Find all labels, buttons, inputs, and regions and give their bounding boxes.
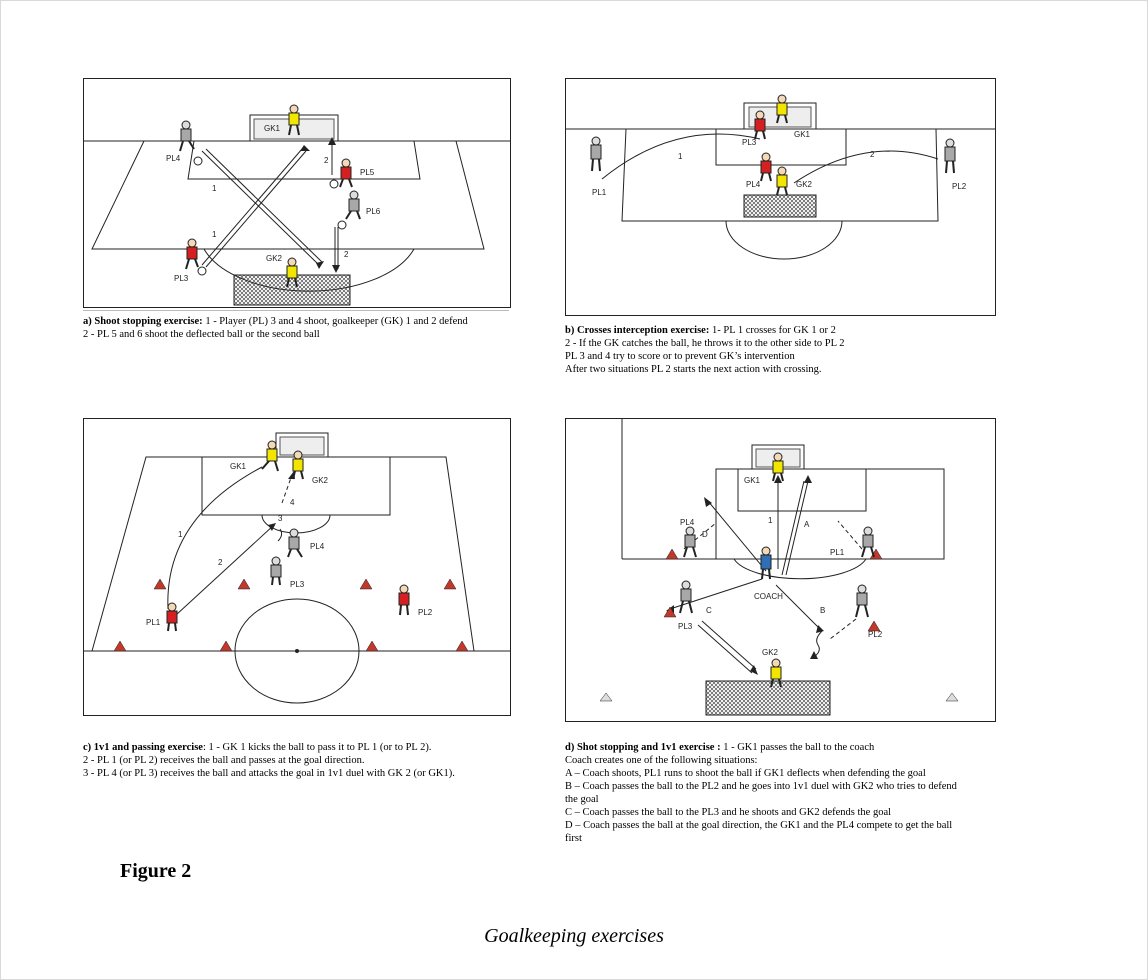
caption-c-head: c) 1v1 and passing exercise xyxy=(83,742,203,753)
label-gk2: GK2 xyxy=(312,476,329,485)
label-num-1: 1 xyxy=(178,530,183,539)
caption-d-line-6: D – Coach passes the ball at the goal di… xyxy=(565,820,953,831)
label-pl2: PL2 xyxy=(952,182,967,191)
label-pl1: PL1 xyxy=(830,548,845,557)
caption-d-line-4: the goal xyxy=(565,794,599,805)
diagram-panel-a: GK1 GK2 PL4 PL5 PL6 PL3 1 1 2 2 xyxy=(83,78,511,308)
label-pl4: PL4 xyxy=(680,518,695,527)
caption-c-line-2: 3 - PL 4 (or PL 3) receives the ball and… xyxy=(83,768,455,779)
label-a: A xyxy=(804,520,810,529)
caption-b-line-3: After two situations PL 2 starts the nex… xyxy=(565,364,822,375)
label-gk1: GK1 xyxy=(744,476,761,485)
label-pl2: PL2 xyxy=(868,630,883,639)
caption-b-rest: 1- PL 1 crosses for GK 1 or 2 xyxy=(709,325,836,336)
caption-a: a) Shoot stopping exercise: 1 - Player (… xyxy=(83,315,468,341)
caption-a-head: a) Shoot stopping exercise: xyxy=(83,316,203,327)
caption-b-head: b) Crosses interception exercise: xyxy=(565,325,710,336)
label-gk2: GK2 xyxy=(796,180,813,189)
label-pl4: PL4 xyxy=(166,154,181,163)
caption-d-line-7: first xyxy=(565,833,582,844)
caption-d-line-5: C – Coach passes the ball to the PL3 and… xyxy=(565,807,892,818)
label-num-1b: 1 xyxy=(212,230,217,239)
diagram-panel-d: GK1 GK2 COACH PL4 PL1 PL3 PL2 A B C D 1 xyxy=(565,418,996,722)
label-coach: COACH xyxy=(754,592,783,601)
label-num-2b: 2 xyxy=(344,250,349,259)
label-gk2: GK2 xyxy=(266,254,283,263)
label-num-1a: 1 xyxy=(212,184,217,193)
label-gk2: GK2 xyxy=(762,648,779,657)
label-pl6: PL6 xyxy=(366,207,381,216)
caption-b-line-1: 2 - If the GK catches the ball, he throw… xyxy=(565,338,845,349)
label-gk1: GK1 xyxy=(264,124,281,133)
label-pl4: PL4 xyxy=(310,542,325,551)
label-pl4: PL4 xyxy=(746,180,761,189)
label-pl5: PL5 xyxy=(360,168,375,177)
label-gk1: GK1 xyxy=(230,462,247,471)
caption-d-rest: 1 - GK1 passes the ball to the coach xyxy=(720,742,875,753)
caption-a-rest: 1 - Player (PL) 3 and 4 shoot, goalkeepe… xyxy=(202,316,468,327)
label-num-4: 4 xyxy=(290,498,295,507)
label-b: B xyxy=(820,606,825,615)
caption-b-line-2: PL 3 and 4 try to score or to prevent GK… xyxy=(565,351,795,362)
diagram-panel-c: GK1 GK2 PL4 PL3 PL1 PL2 1 2 3 4 xyxy=(83,418,511,716)
label-c: C xyxy=(706,606,712,615)
label-num-2a: 2 xyxy=(324,156,329,165)
label-num-2: 2 xyxy=(870,150,875,159)
label-num-1: 1 xyxy=(768,516,773,525)
caption-c-line-1: 2 - PL 1 (or PL 2) receives the ball and… xyxy=(83,755,365,766)
label-pl3: PL3 xyxy=(290,580,305,589)
caption-d-line-2: A – Coach shoots, PL1 runs to shoot the … xyxy=(565,768,926,779)
label-gk1: GK1 xyxy=(794,130,811,139)
diagram-panel-b: GK1 PL3 PL4 GK2 PL1 PL2 1 2 xyxy=(565,78,996,316)
label-num-2: 2 xyxy=(218,558,223,567)
label-pl1: PL1 xyxy=(592,188,607,197)
label-num-1: 1 xyxy=(678,152,683,161)
goalkeeper-figure xyxy=(288,104,300,136)
caption-rule-a xyxy=(83,310,509,311)
caption-d-line-3: B – Coach passes the ball to the PL2 and… xyxy=(565,781,957,792)
caption-a-line: 2 - PL 5 and 6 shoot the deflected ball … xyxy=(83,329,320,340)
label-d: D xyxy=(702,530,708,539)
label-pl3: PL3 xyxy=(678,622,693,631)
label-num-3: 3 xyxy=(278,514,283,523)
caption-d-line-1: Coach creates one of the following situa… xyxy=(565,755,758,766)
caption-d: d) Shot stopping and 1v1 exercise : 1 - … xyxy=(565,741,957,845)
caption-c-rest: : 1 - GK 1 kicks the ball to pass it to … xyxy=(202,742,432,753)
label-pl1: PL1 xyxy=(146,618,161,627)
label-pl3: PL3 xyxy=(742,138,757,147)
figure-title: Goalkeeping exercises xyxy=(484,925,664,947)
caption-d-head: d) Shot stopping and 1v1 exercise : xyxy=(565,742,721,753)
caption-c: c) 1v1 and passing exercise: 1 - GK 1 ki… xyxy=(83,741,455,780)
label-pl3: PL3 xyxy=(174,274,189,283)
figure-label: Figure 2 xyxy=(120,860,192,882)
caption-b: b) Crosses interception exercise: 1- PL … xyxy=(565,324,845,376)
label-pl2: PL2 xyxy=(418,608,433,617)
